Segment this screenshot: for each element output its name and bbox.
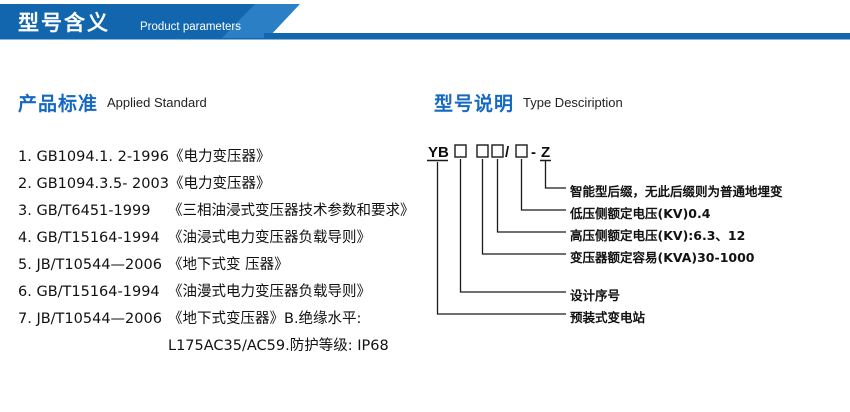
section-title-applied-standard: 产品标准 Applied Standard: [18, 89, 207, 116]
standard-index: 6.: [18, 284, 32, 300]
list-item: 3. GB/T6451-1999 《三相油浸式变压器技术参数和要求》: [18, 199, 438, 226]
list-item: 1. GB1094.1. 2-1996 《电力变压器》: [18, 145, 438, 172]
leader-line-substation: [436, 162, 566, 315]
banner-baseline: [0, 38, 850, 40]
leader-line-smart-suffix: [544, 161, 566, 189]
banner-dark-shape: [0, 4, 255, 38]
diagram-label-hv-voltage: 高压侧额定电压(KV):6.3、12: [570, 228, 746, 243]
standard-index: 4.: [18, 230, 32, 246]
code-suffix-z: Z: [541, 144, 550, 161]
standard-code: 7. JB/T10544—2006: [18, 311, 168, 327]
code-box-design-serial: [454, 144, 467, 158]
section-title-standard-en: Applied Standard: [107, 95, 207, 110]
leader-line-design-serial: [459, 159, 566, 293]
standard-code: 6. GB/T15164-1994: [18, 284, 168, 300]
standard-code-text: GB1094.3.5- 2003: [36, 176, 169, 192]
banner-title-en: Product parameters: [140, 21, 241, 33]
code-prefix-yb: YB: [428, 144, 449, 161]
standard-code-text: GB/T15164-1994: [36, 230, 160, 246]
section-title-type-cn: 型号说明: [434, 93, 515, 115]
code-slash: /: [505, 144, 510, 161]
diagram-label-smart-suffix: 智能型后缀，无此后缀则为普通地埋变: [570, 184, 783, 199]
list-item: 5. JB/T10544—2006 《地下式变 压器》: [18, 253, 438, 280]
standard-name: 《三相油浸式变压器技术参数和要求》: [168, 203, 415, 219]
standard-code: 1. GB1094.1. 2-1996: [18, 149, 169, 165]
standard-code: 2. GB1094.3.5- 2003: [18, 176, 169, 192]
standard-code-text: GB1094.1. 2-1996: [36, 149, 169, 165]
standard-code: 5. JB/T10544—2006: [18, 257, 168, 273]
standard-index: 5.: [18, 257, 32, 273]
standard-code-text: GB/T6451-1999: [36, 203, 151, 219]
standard-code-text: JB/T10544—2006: [36, 257, 162, 273]
standard-code: 3. GB/T6451-1999: [18, 203, 168, 219]
standard-index: 2.: [18, 176, 32, 192]
standard-code: 4. GB/T15164-1994: [18, 230, 168, 246]
standard-index: 3.: [18, 203, 32, 219]
code-dash: -: [531, 144, 536, 161]
list-item: 7. JB/T10544—2006 《地下式变压器》B.绝缘水平:: [18, 307, 438, 334]
list-item: 4. GB/T15164-1994 《油浸式电力变压器负载导则》: [18, 226, 438, 253]
standard-name: 《地下式变压器》B.绝缘水平:: [168, 311, 362, 327]
standard-name: 《电力变压器》: [168, 149, 271, 165]
code-box-lv-voltage: [515, 144, 528, 158]
section-title-type-description: 型号说明 Type Desciription: [434, 89, 623, 116]
standard-name: 《油漫式电力变压器负载导则》: [168, 284, 371, 300]
leader-line-capacity: [481, 159, 566, 255]
diagram-label-capacity: 变压器额定容易(KVA)30-1000: [570, 250, 755, 265]
header-banner: 型号含义 Product parameters: [0, 0, 850, 46]
leader-line-hv-voltage: [496, 159, 566, 233]
standard-name: 《油浸式电力变压器负载导则》: [168, 230, 371, 246]
section-title-standard-cn: 产品标准: [18, 93, 99, 115]
list-item: 2. GB1094.3.5- 2003 《电力变压器》: [18, 172, 438, 199]
leader-line-lv-voltage: [520, 159, 566, 211]
standard-code-text: JB/T10544—2006: [36, 311, 162, 327]
code-box-capacity-2: [491, 144, 504, 158]
standard-name: 《地下式变 压器》: [168, 257, 289, 273]
standard-code-text: GB/T15164-1994: [36, 284, 160, 300]
standard-continuation-line: L175AC35/AC59.防护等级: IP68: [168, 338, 389, 354]
list-item: 6. GB/T15164-1994 《油漫式电力变压器负载导则》: [18, 280, 438, 307]
standard-index: 7.: [18, 311, 32, 327]
section-title-type-en: Type Desciription: [523, 95, 623, 110]
standard-name: 《电力变压器》: [168, 176, 271, 192]
diagram-label-substation: 预装式变电站: [570, 310, 646, 325]
standard-index: 1.: [18, 149, 32, 165]
banner-rule: [264, 33, 850, 38]
code-box-capacity-1: [476, 144, 489, 158]
standards-list: 1. GB1094.1. 2-1996 《电力变压器》 2. GB1094.3.…: [18, 145, 438, 361]
banner-title-cn: 型号含义: [18, 11, 110, 35]
type-code-diagram: YB / - Z 智能型后缀，无此后缀则为普通地埋变: [424, 140, 850, 340]
diagram-label-lv-voltage: 低压侧额定电压(KV)0.4: [570, 206, 711, 221]
diagram-label-design-serial: 设计序号: [570, 288, 621, 303]
